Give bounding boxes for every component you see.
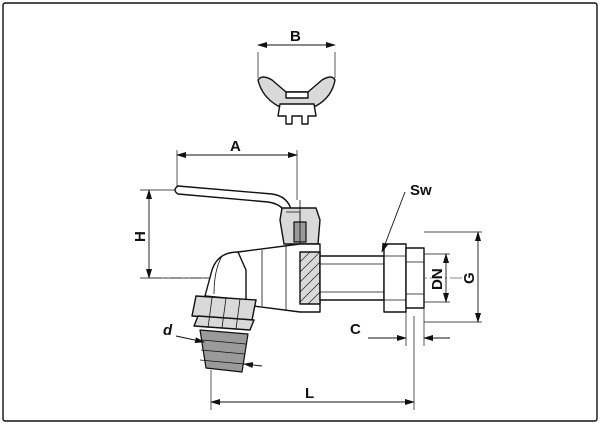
label-b: B (290, 28, 301, 45)
dimension-g (424, 231, 482, 323)
label-c: C (350, 321, 361, 338)
label-h: H (132, 231, 149, 242)
dimension-c (368, 308, 450, 346)
sw-leader (381, 191, 406, 253)
dimension-h (140, 189, 215, 279)
valve-body (150, 185, 465, 373)
dimension-l (210, 316, 415, 410)
label-g: G (461, 272, 478, 284)
label-a: A (230, 138, 241, 155)
label-dn: DN (429, 268, 446, 290)
label-sw: Sw (410, 182, 432, 199)
label-l: L (305, 385, 314, 402)
dimension-d (175, 335, 263, 368)
dimension-dn (424, 253, 450, 303)
butterfly-handle-top-view (257, 42, 336, 125)
label-d: d (163, 322, 173, 339)
dimension-a (176, 150, 298, 200)
